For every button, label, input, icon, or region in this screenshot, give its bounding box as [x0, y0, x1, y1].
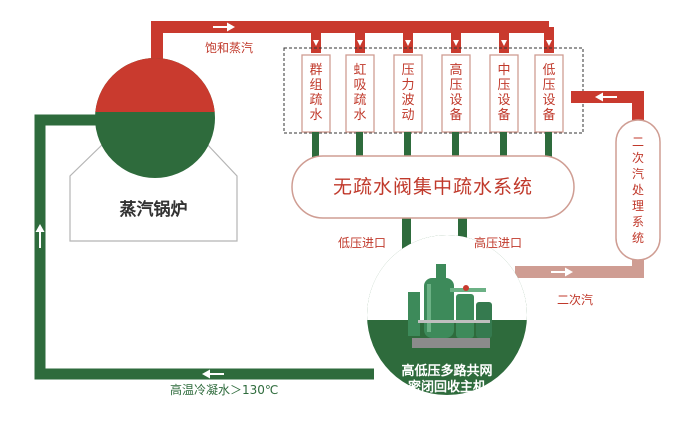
central-system-label: 无疏水阀集中疏水系统: [332, 176, 533, 198]
arrow-up-icon: [35, 224, 45, 248]
drain-box-label-4: 高压设备: [449, 63, 463, 123]
drain-box-label-3: 压力波动: [401, 63, 415, 123]
treated-steam-return-pipe: [571, 91, 644, 120]
arrow-right-icon: [213, 22, 235, 32]
steam-header-pipe: [151, 21, 549, 60]
down-arrow-icon: [546, 40, 552, 46]
flow-arrows: [35, 22, 617, 379]
drain-group-frame: [283, 47, 584, 134]
high-pressure-inlet-pipe: [458, 216, 467, 256]
drain-box-label-1: 群组疏水: [309, 63, 323, 123]
secondary-system-capsule: [615, 119, 661, 261]
down-arrow-icon: [313, 40, 319, 46]
central-system-capsule: [291, 155, 575, 219]
down-arrow-icon: [501, 40, 507, 46]
secondary-steam-label: 二次汽: [557, 293, 594, 307]
high-pressure-inlet-label: 高压进口: [474, 236, 523, 250]
arrow-left-icon: [202, 369, 224, 379]
drain-boxes: [301, 54, 564, 133]
recovery-unit-image: [408, 264, 492, 348]
drain-box-label-2: 虹吸疏水: [353, 63, 367, 123]
boiler-housing: [69, 141, 238, 242]
arrow-right-icon: [551, 267, 573, 277]
low-pressure-inlet-pipe: [402, 216, 411, 256]
down-arrow-icon: [405, 40, 411, 46]
host-label-line2: 密闭回收主机: [407, 380, 486, 395]
boiler-label: 蒸汽锅炉: [119, 200, 188, 220]
low-pressure-inlet-label: 低压进口: [338, 236, 387, 250]
drain-box-label-6: 低压设备: [542, 63, 556, 123]
down-arrow-icon: [357, 40, 363, 46]
secondary-system-label: 二次汽处理系统: [631, 135, 644, 245]
drain-downpipes: [312, 132, 552, 158]
secondary-steam-pipe: [515, 256, 644, 278]
down-arrow-icon: [453, 40, 459, 46]
branch-arrows: [313, 40, 552, 46]
arrow-left-icon: [595, 92, 617, 102]
drain-box-label-5: 中压设备: [497, 63, 511, 123]
saturated-steam-label: 饱和蒸汽: [205, 41, 254, 55]
host-label-line1: 高低压多路共网: [401, 364, 493, 379]
drain-box-6: [534, 54, 564, 133]
condensate-label: 高温冷凝水＞130℃: [170, 383, 279, 397]
